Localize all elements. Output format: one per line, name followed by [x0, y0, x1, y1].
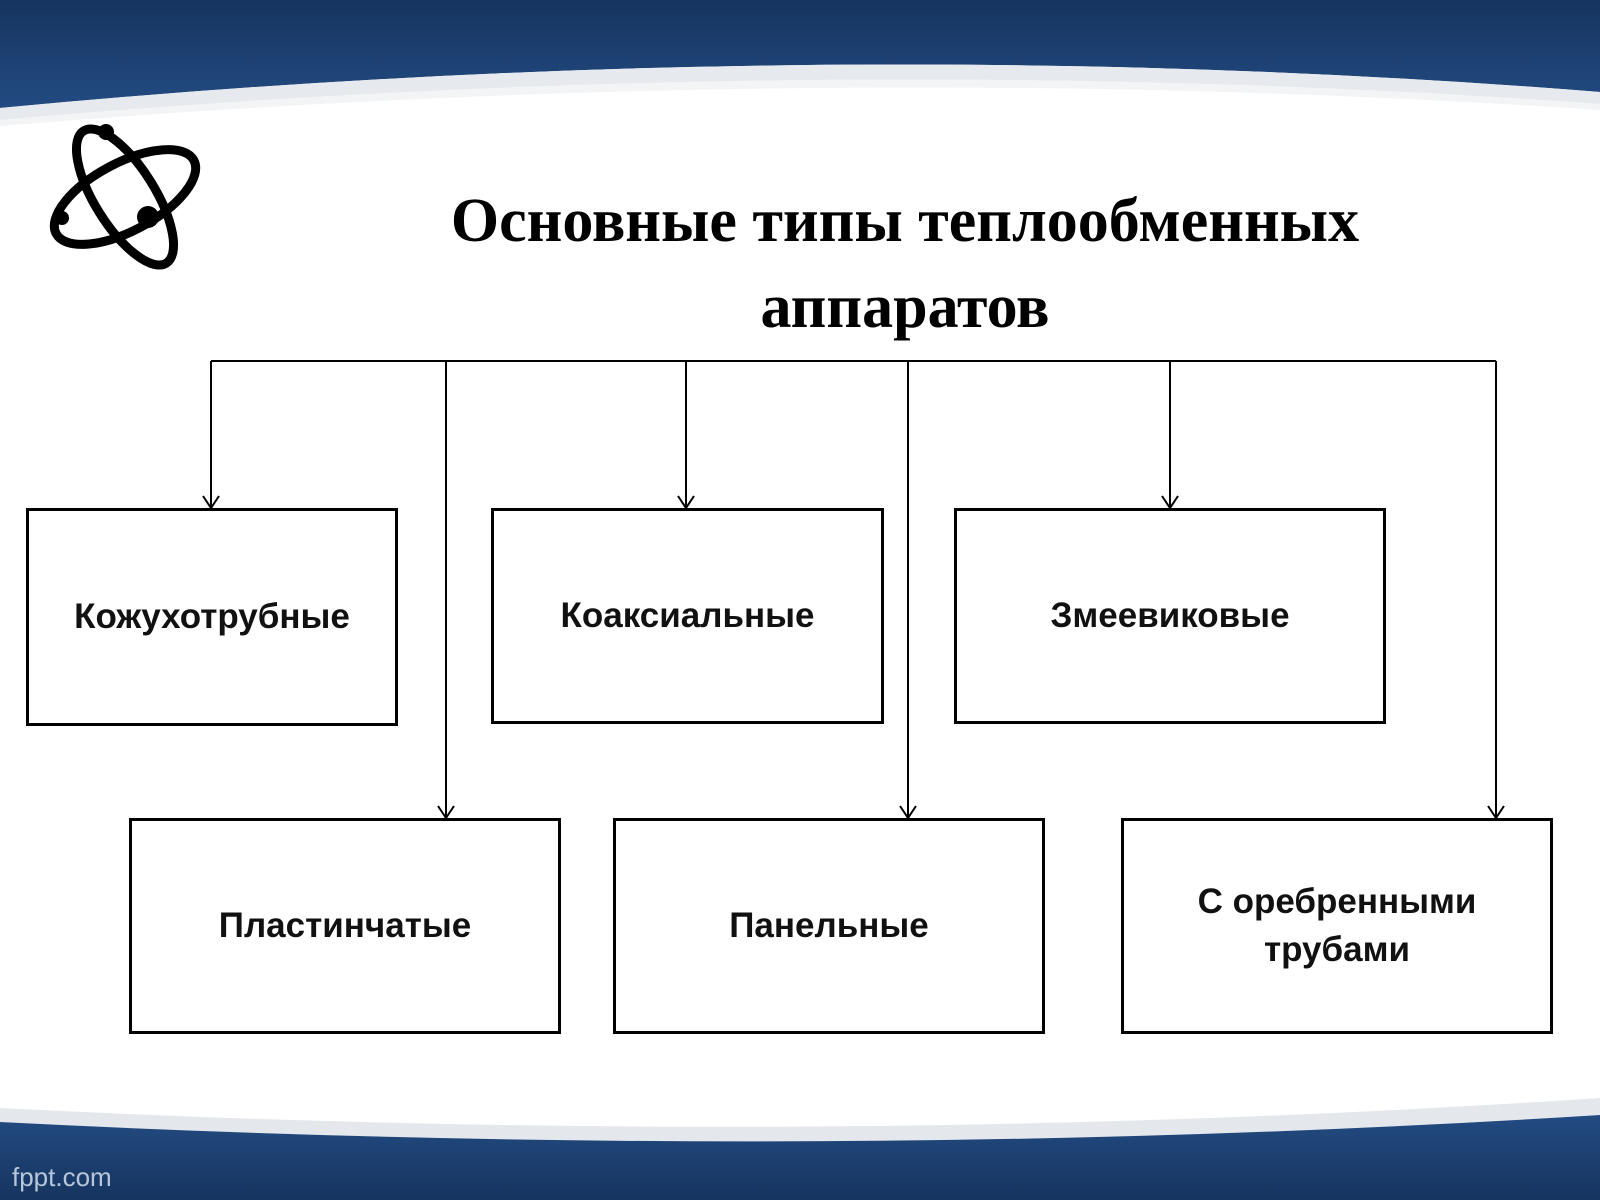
type-label: Панельные — [729, 906, 929, 945]
type-label: Пластинчатые — [218, 906, 472, 945]
type-box-panel: Панельные — [613, 818, 1045, 1034]
watermark: fppt.com — [12, 1162, 112, 1192]
page-title: Основные типы теплообменных аппаратов — [330, 178, 1480, 350]
type-label: Змеевиковые — [1050, 596, 1290, 635]
type-label: Коаксиальные — [560, 596, 815, 635]
type-box-coaxial: Коаксиальные — [491, 508, 884, 724]
bottom-banner — [0, 1098, 1600, 1200]
type-label: Кожухотрубные — [74, 597, 350, 636]
top-banner — [0, 0, 1600, 126]
type-label: С оребренными трубами — [1197, 882, 1477, 969]
type-box-shell-and-tube: Кожухотрубные — [26, 508, 398, 726]
type-box-finned-tubes: С оребренными трубами — [1121, 818, 1553, 1034]
atom-icon — [49, 124, 201, 270]
type-box-plate: Пластинчатые — [129, 818, 561, 1034]
title-line-1: Основные типы теплообменных — [450, 187, 1360, 255]
title-line-2: аппаратов — [760, 273, 1050, 341]
type-box-coil: Змеевиковые — [954, 508, 1386, 724]
